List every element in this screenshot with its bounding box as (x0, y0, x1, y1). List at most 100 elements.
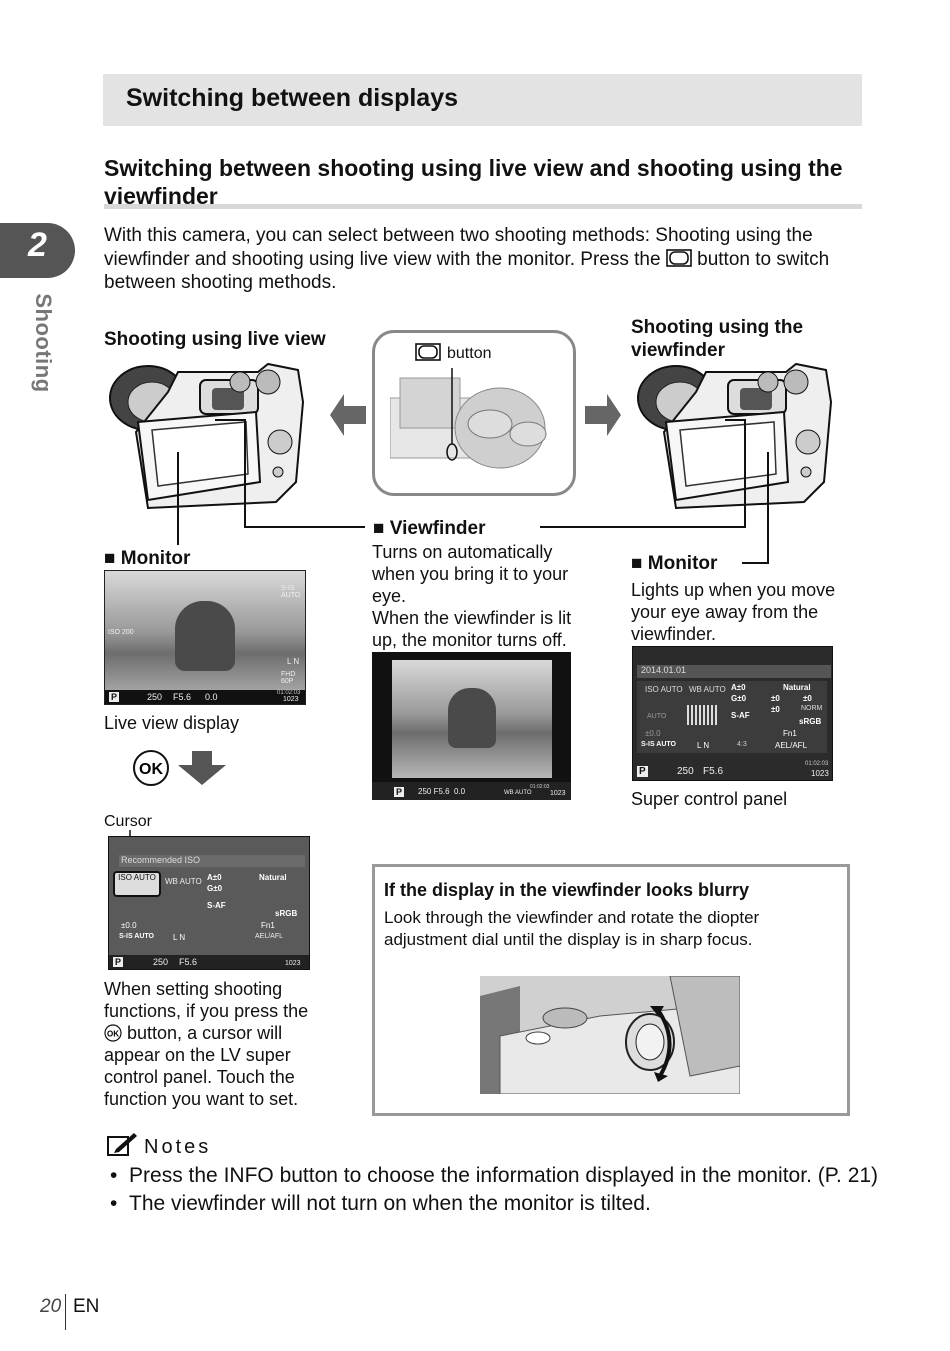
evf-wb: WB AUTO (504, 790, 532, 796)
lv-scp-picture: Natural (259, 873, 287, 882)
monitor-right-heading: ■ Monitor (631, 553, 718, 574)
evf-mode: P (394, 787, 405, 797)
cursor-label: Cursor (104, 813, 153, 830)
scp-size: L N (697, 741, 710, 750)
person-silhouette (175, 601, 235, 671)
lv-scp-status-bar (109, 955, 309, 969)
lv-scp-a: A±0 (207, 873, 222, 882)
live-view-caption: Live view display (104, 713, 240, 733)
scp-norm: NORM (801, 705, 823, 712)
note-item: • Press the INFO button to choose the in… (110, 1164, 879, 1187)
super-control-panel: 2014.01.01 ISO AUTO WB AUTO A±0 G±0 Natu… (632, 646, 833, 781)
lv-scp-srgb: sRGB (275, 909, 298, 918)
viewfinder-label: Viewfinder (389, 518, 486, 539)
lv-shutter: 250 (147, 692, 163, 702)
scp-time: 01:02:03 (805, 761, 829, 767)
scp-metering (687, 705, 717, 725)
scp-fn: Fn1 (783, 729, 797, 738)
evf-time: 01:02:03 (530, 784, 550, 790)
notes-list: • Press the INFO button to choose the in… (110, 1162, 900, 1218)
scp-ratio: 4:3 (737, 741, 747, 748)
lv-scp-stab: S-IS AUTO (119, 933, 155, 940)
note-item: • The viewfinder will not turn on when t… (110, 1192, 651, 1215)
ok-button-icon: OK (104, 1024, 122, 1042)
monitor-left-label: Monitor (120, 548, 191, 569)
lv-mode: P (109, 692, 120, 702)
lv-scp-wb: WB AUTO (165, 877, 202, 886)
chapter-number: 2 (28, 226, 47, 264)
diopter-dial-illustration (480, 976, 740, 1094)
chapter-tab (0, 223, 75, 278)
monitor-left-heading: ■ Monitor (104, 548, 191, 569)
scp-lock: AEL/AFL (775, 741, 808, 750)
scp-sharpness: ±0 (803, 694, 812, 703)
lv-size: L N (287, 657, 300, 666)
lv-scp-af: S-AF (207, 901, 226, 910)
cursor-explanation: When setting shooting functions, if you … (104, 978, 319, 1110)
ok-to-arrow: OK (133, 750, 226, 786)
scp-grid (637, 681, 827, 753)
svg-text:OK: OK (107, 1030, 119, 1039)
section-title: Switching between displays (126, 84, 459, 112)
lv-scp-header: Recommended ISO (119, 855, 305, 867)
scp-mode: P (637, 766, 648, 777)
subsection-rule (104, 204, 862, 209)
scp-saturation: ±0 (771, 705, 780, 714)
lv-time: 01:02:03 (277, 690, 301, 696)
down-arrow-icon (178, 751, 226, 785)
scp-flash: ±0.0 (645, 729, 661, 738)
blurry-title: If the display in the viewfinder looks b… (384, 880, 750, 900)
right-arrow-icon (585, 394, 621, 436)
cursor-text-2: button, a cursor will appear on the LV s… (104, 1023, 299, 1109)
lv-aperture: F5.6 (173, 692, 192, 702)
viewfinder-screen: P 250 F5.6 0.0 WB AUTO 01:02:03 1023 (372, 652, 571, 800)
lv-scp-fn: Fn1 (261, 921, 275, 930)
scp-contrast: ±0 (771, 694, 780, 703)
note-item-text: The viewfinder will not turn on when the… (129, 1192, 651, 1215)
lv-scp-g: G±0 (207, 884, 223, 893)
section-header-bar (103, 74, 862, 126)
intro-text-before: With this camera, you can select between… (104, 225, 813, 270)
scp-count: 1023 (811, 769, 829, 778)
lv-scp-shutter: 250 (153, 957, 169, 967)
lv-fhd: FHD 60P (281, 671, 296, 685)
evf-count: 1023 (550, 790, 566, 797)
button-callout-label: button (447, 345, 492, 362)
viewfinder-text-2: When the viewfinder is lit up, the monit… (372, 608, 572, 650)
scp-srgb: sRGB (799, 717, 822, 726)
scp-picture: Natural (783, 683, 811, 692)
lv-status-bar (105, 690, 305, 704)
live-view-screen: ISO 200 S-IS AUTO L N FHD 60P P 250 F5.6… (104, 570, 306, 705)
lv-count: 1023 (283, 696, 299, 703)
evf-exposure: 250 F5.6 (418, 787, 450, 796)
lv-scp-size: L N (173, 933, 186, 942)
footer-separator (65, 1294, 66, 1330)
scp-a: A±0 (731, 683, 746, 692)
scp-aperture: F5.6 (703, 766, 724, 777)
viewfinder-label-heading: ■ Viewfinder (373, 518, 486, 539)
button-closeup-illustration (390, 368, 547, 469)
u-button-icon (415, 343, 441, 361)
monitor-right-label: Monitor (647, 553, 718, 574)
evf-ev: 0.0 (454, 787, 466, 796)
intro-text-after: button to switch between shooting method… (104, 248, 830, 294)
person-silhouette (448, 688, 496, 748)
lv-stab: S-IS AUTO (281, 585, 301, 599)
u-button-icon (666, 248, 692, 267)
scp-af: S-AF (731, 711, 750, 720)
cursor-iso-cell[interactable]: ISO AUTO (113, 871, 161, 897)
scp-auto: AUTO (647, 713, 667, 720)
lv-scp-count: 1023 (285, 960, 301, 967)
viewfinder-text-1: Turns on automatically when you bring it… (372, 542, 569, 606)
scp-date: 2014.01.01 (637, 665, 831, 678)
cursor-text-1: When setting shooting functions, if you … (104, 979, 309, 1021)
lv-ev: 0.0 (205, 692, 218, 702)
lv-scp-lock: AEL/AFL (255, 933, 284, 940)
connector-lines (177, 419, 769, 564)
lv-scp-flash: ±0.0 (121, 921, 137, 930)
note-item-text: Press the INFO button to choose the info… (129, 1164, 879, 1187)
lv-scp-mode: P (113, 957, 124, 967)
notes-title: Notes (144, 1136, 212, 1158)
scp-wb: WB AUTO (689, 685, 726, 694)
scp-stab: S-IS AUTO (641, 741, 677, 748)
